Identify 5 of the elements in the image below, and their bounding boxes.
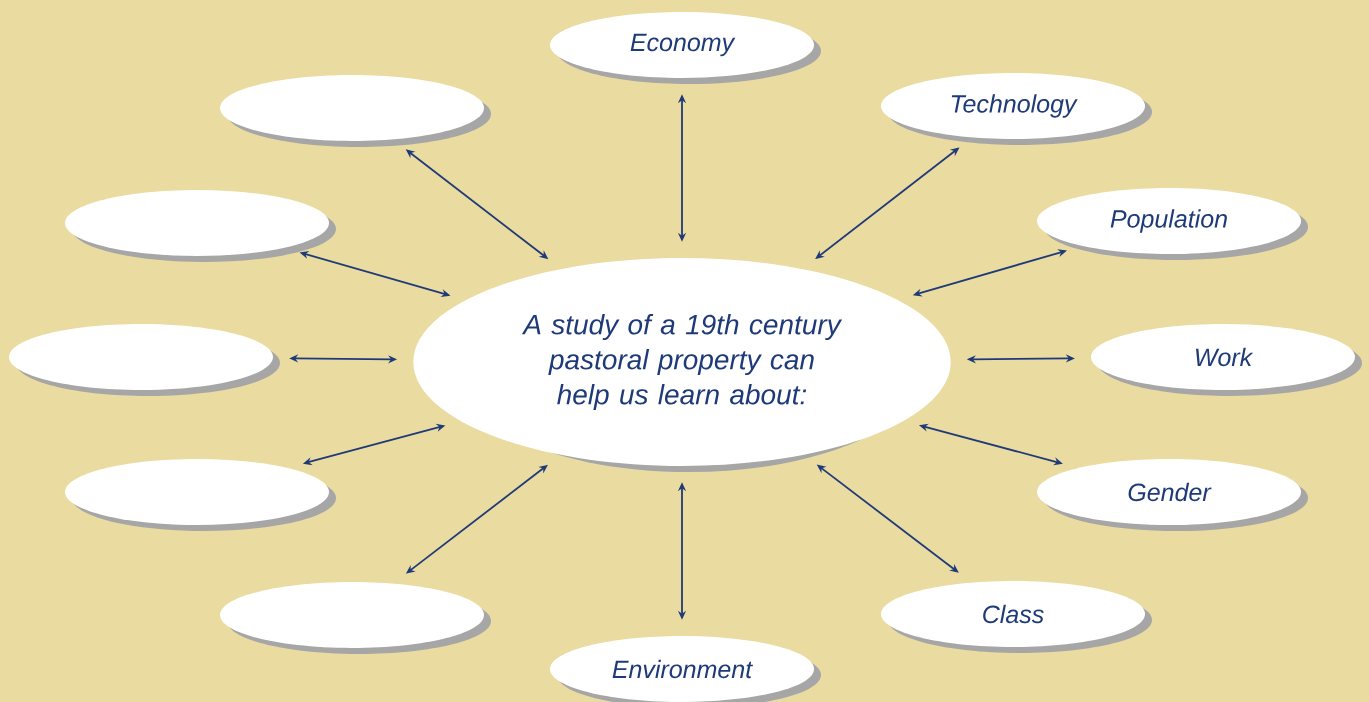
blank-ellipse bbox=[9, 324, 280, 396]
blank-ellipse bbox=[220, 582, 491, 654]
blank-ellipse bbox=[220, 75, 491, 147]
blank-ellipse bbox=[65, 190, 336, 262]
blank-ellipse bbox=[65, 459, 336, 531]
